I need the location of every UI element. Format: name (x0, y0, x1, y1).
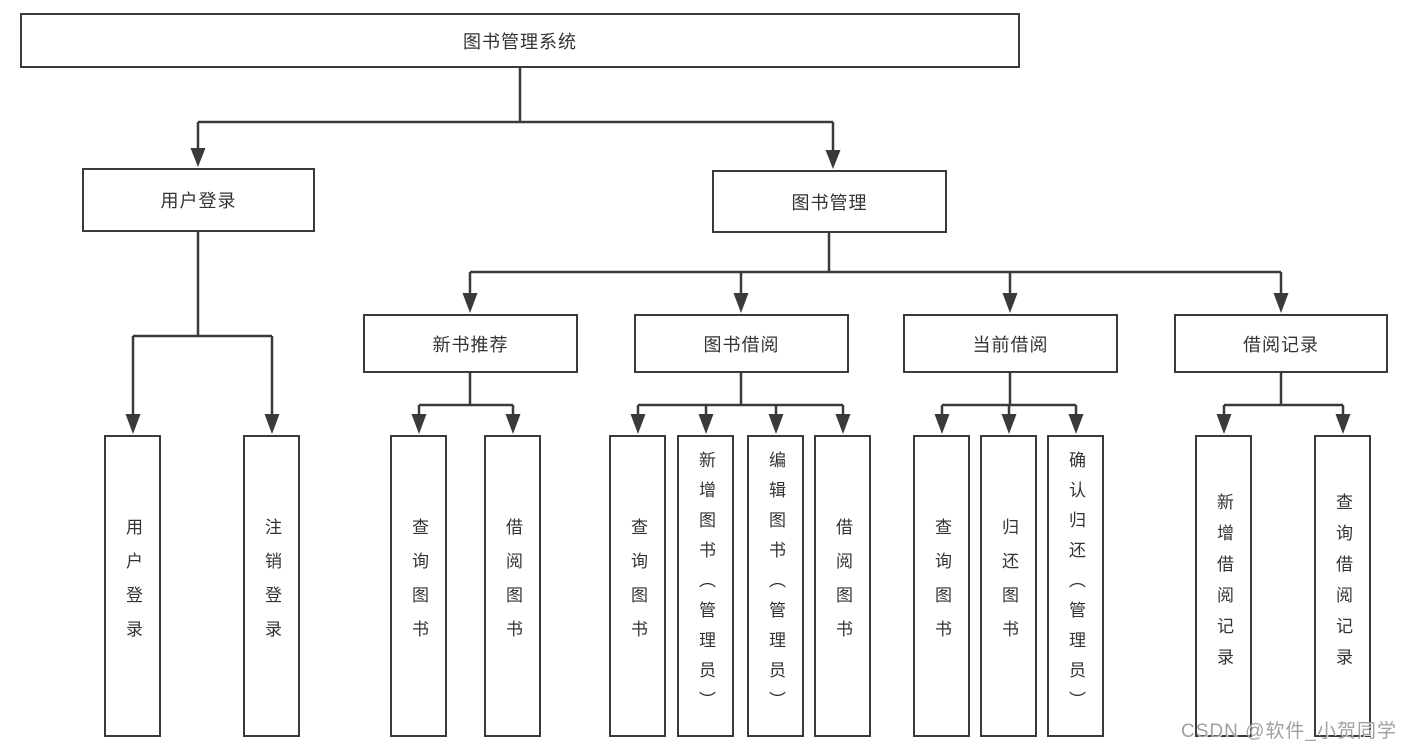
arrow-down-icon (1335, 414, 1351, 434)
leaf-bb-edit-books-admin: 编辑图书（管理员） (747, 435, 804, 737)
leaf-bb-query-books: 查询图书 (609, 435, 666, 737)
leaf-bb-borrow-books-label: 借阅图书 (833, 518, 852, 654)
arrow-down-icon (835, 414, 851, 434)
leaf-cb-return-books-label: 归还图书 (999, 518, 1018, 654)
arrow-down-icon (630, 414, 646, 434)
connector-borrow-records-to-leaves (1216, 373, 1351, 434)
arrow-down-icon (768, 414, 784, 434)
leaf-user-login: 用户登录 (104, 435, 161, 737)
node-root: 图书管理系统 (20, 13, 1020, 68)
leaf-rec-query-books: 查询图书 (390, 435, 447, 737)
leaf-br-query-record: 查询借阅记录 (1314, 435, 1371, 737)
connector-current-borrow-to-leaves (934, 373, 1084, 434)
arrow-down-icon (1273, 293, 1289, 313)
node-book-borrow: 图书借阅 (634, 314, 849, 373)
leaf-rec-borrow-books-label: 借阅图书 (503, 518, 522, 654)
leaf-br-add-record-label: 新增借阅记录 (1214, 493, 1233, 679)
arrow-down-icon (733, 293, 749, 313)
connector-user-login-to-leaves (125, 232, 280, 434)
node-new-book-rec: 新书推荐 (363, 314, 578, 373)
leaf-cb-return-books: 归还图书 (980, 435, 1037, 737)
leaf-bb-add-books-admin: 新增图书（管理员） (677, 435, 734, 737)
leaf-br-add-record: 新增借阅记录 (1195, 435, 1252, 737)
arrow-down-icon (1002, 293, 1018, 313)
node-current-borrow: 当前借阅 (903, 314, 1118, 373)
arrow-down-icon (264, 414, 280, 434)
node-user-login-label: 用户登录 (160, 191, 237, 211)
arrow-down-icon (825, 150, 841, 169)
arrow-down-icon (505, 414, 521, 434)
arrow-down-icon (1068, 414, 1084, 434)
leaf-rec-borrow-books: 借阅图书 (484, 435, 541, 737)
arrow-down-icon (125, 414, 141, 434)
node-new-book-rec-label: 新书推荐 (432, 334, 509, 355)
leaf-bb-edit-books-admin-label: 编辑图书（管理员） (766, 451, 785, 721)
arrow-down-icon (698, 414, 714, 434)
node-root-label: 图书管理系统 (463, 31, 577, 52)
node-book-mgmt: 图书管理 (712, 170, 947, 233)
node-borrow-records: 借阅记录 (1174, 314, 1388, 373)
leaf-bb-query-books-label: 查询图书 (628, 518, 647, 654)
connector-book-borrow-to-leaves (630, 373, 851, 434)
leaf-cb-confirm-return-admin: 确认归还（管理员） (1047, 435, 1104, 737)
arrow-down-icon (934, 414, 950, 434)
node-current-borrow-label: 当前借阅 (972, 334, 1049, 355)
leaf-bb-add-books-admin-label: 新增图书（管理员） (696, 451, 715, 721)
watermark: CSDN @软件_小贺同学 (1181, 721, 1397, 742)
leaf-cb-confirm-return-admin-label: 确认归还（管理员） (1066, 451, 1085, 721)
arrow-down-icon (1216, 414, 1232, 434)
leaf-rec-query-books-label: 查询图书 (409, 518, 428, 654)
leaf-bb-borrow-books: 借阅图书 (814, 435, 871, 737)
leaf-cb-query-books-label: 查询图书 (932, 518, 951, 654)
arrow-down-icon (411, 414, 427, 434)
leaf-logout-label: 注销登录 (262, 518, 281, 654)
connector-new-book-rec-to-leaves (411, 373, 521, 434)
node-book-borrow-label: 图书借阅 (703, 334, 780, 355)
node-book-mgmt-label: 图书管理 (791, 192, 868, 213)
leaf-user-login-label: 用户登录 (123, 518, 142, 654)
leaf-cb-query-books: 查询图书 (913, 435, 970, 737)
node-user-login: 用户登录 (82, 168, 315, 232)
leaf-br-query-record-label: 查询借阅记录 (1333, 493, 1352, 679)
arrow-down-icon (1001, 414, 1017, 434)
connector-book-mgmt-to-level3 (462, 233, 1289, 313)
arrow-down-icon (190, 148, 206, 167)
connector-root-to-level2 (190, 68, 841, 169)
leaf-logout: 注销登录 (243, 435, 300, 737)
arrow-down-icon (462, 293, 478, 313)
node-borrow-records-label: 借阅记录 (1243, 334, 1319, 355)
